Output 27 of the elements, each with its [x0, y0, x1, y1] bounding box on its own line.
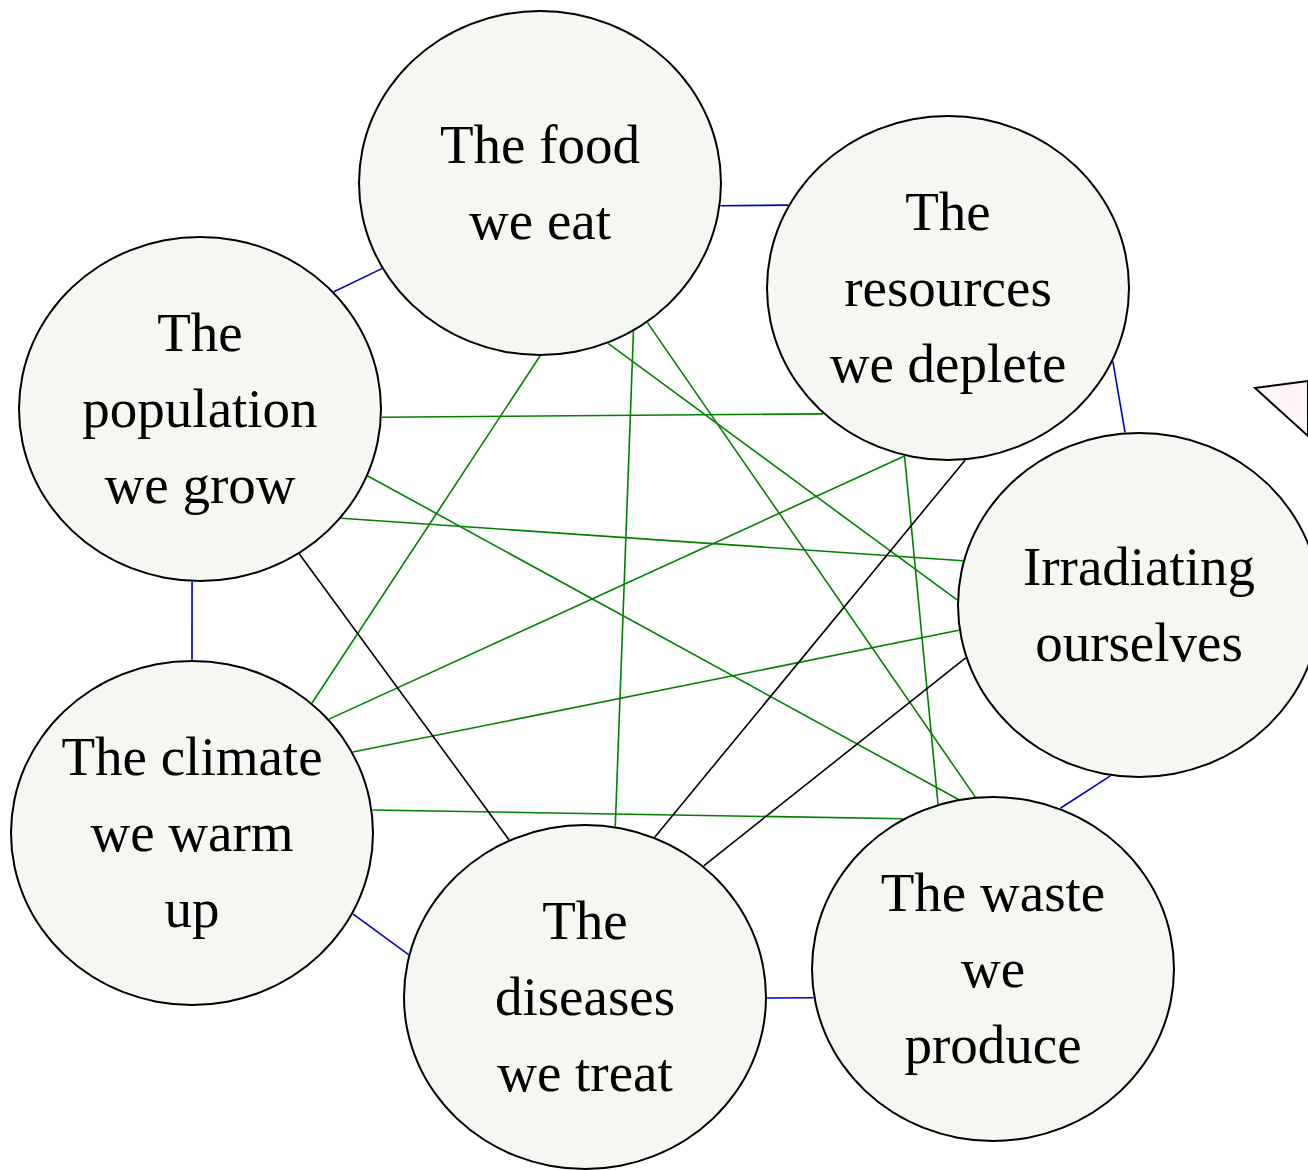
connector-line [298, 553, 510, 841]
topic-text: Irradiating ourselves [1021, 535, 1257, 675]
connector-line [352, 629, 960, 753]
connector-line [607, 342, 958, 601]
connector-line [903, 455, 939, 805]
topic-text: The diseases we treat [493, 889, 677, 1105]
connector-line [328, 455, 906, 720]
connector-line [719, 204, 790, 207]
topic-text: The population we grow [81, 301, 319, 517]
connector-line [646, 321, 976, 798]
topic-text: The waste we produce [879, 861, 1107, 1077]
connector-line [333, 267, 383, 293]
topic-text: The food we eat [438, 113, 642, 253]
connector-line [381, 413, 824, 419]
connector-line [653, 459, 966, 838]
connector-line [352, 913, 410, 956]
connector-line [191, 581, 193, 661]
connector-line [311, 355, 541, 704]
connector-line [367, 475, 959, 800]
connector-line [340, 517, 964, 562]
connector-line [614, 330, 635, 828]
connector-line [766, 996, 815, 999]
topic-text: The climate we warm up [60, 725, 324, 941]
connector-line [702, 657, 967, 867]
connector-line [1112, 360, 1126, 434]
connector-line [1059, 775, 1112, 810]
topic-text: The resources we deplete [828, 180, 1068, 396]
